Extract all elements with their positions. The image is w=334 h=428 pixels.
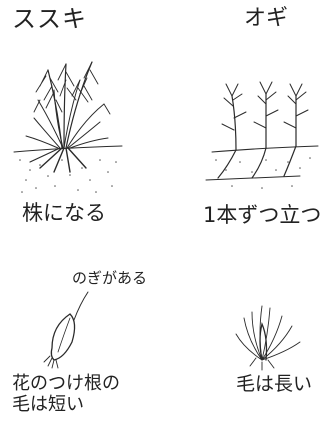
ogi-hair-caption: 毛は長い: [236, 374, 312, 396]
susuki-hair-caption-line-2: 毛は短い: [12, 395, 120, 416]
susuki-spikelet-drawing: [44, 292, 88, 368]
ogi-growth-caption: 1本ずつ立つ: [203, 203, 321, 227]
ogi-stems-drawing: [206, 82, 318, 189]
susuki-growth-caption: 株になる: [22, 201, 106, 225]
susuki-hair-caption: 花のつけ根の 毛は短い: [12, 374, 120, 415]
ogi-spikelet-drawing: [236, 306, 300, 370]
awn-note: のぎがある: [72, 270, 147, 287]
susuki-hair-caption-line-1: 花のつけ根の: [12, 374, 120, 395]
susuki-clump-drawing: [14, 62, 122, 193]
